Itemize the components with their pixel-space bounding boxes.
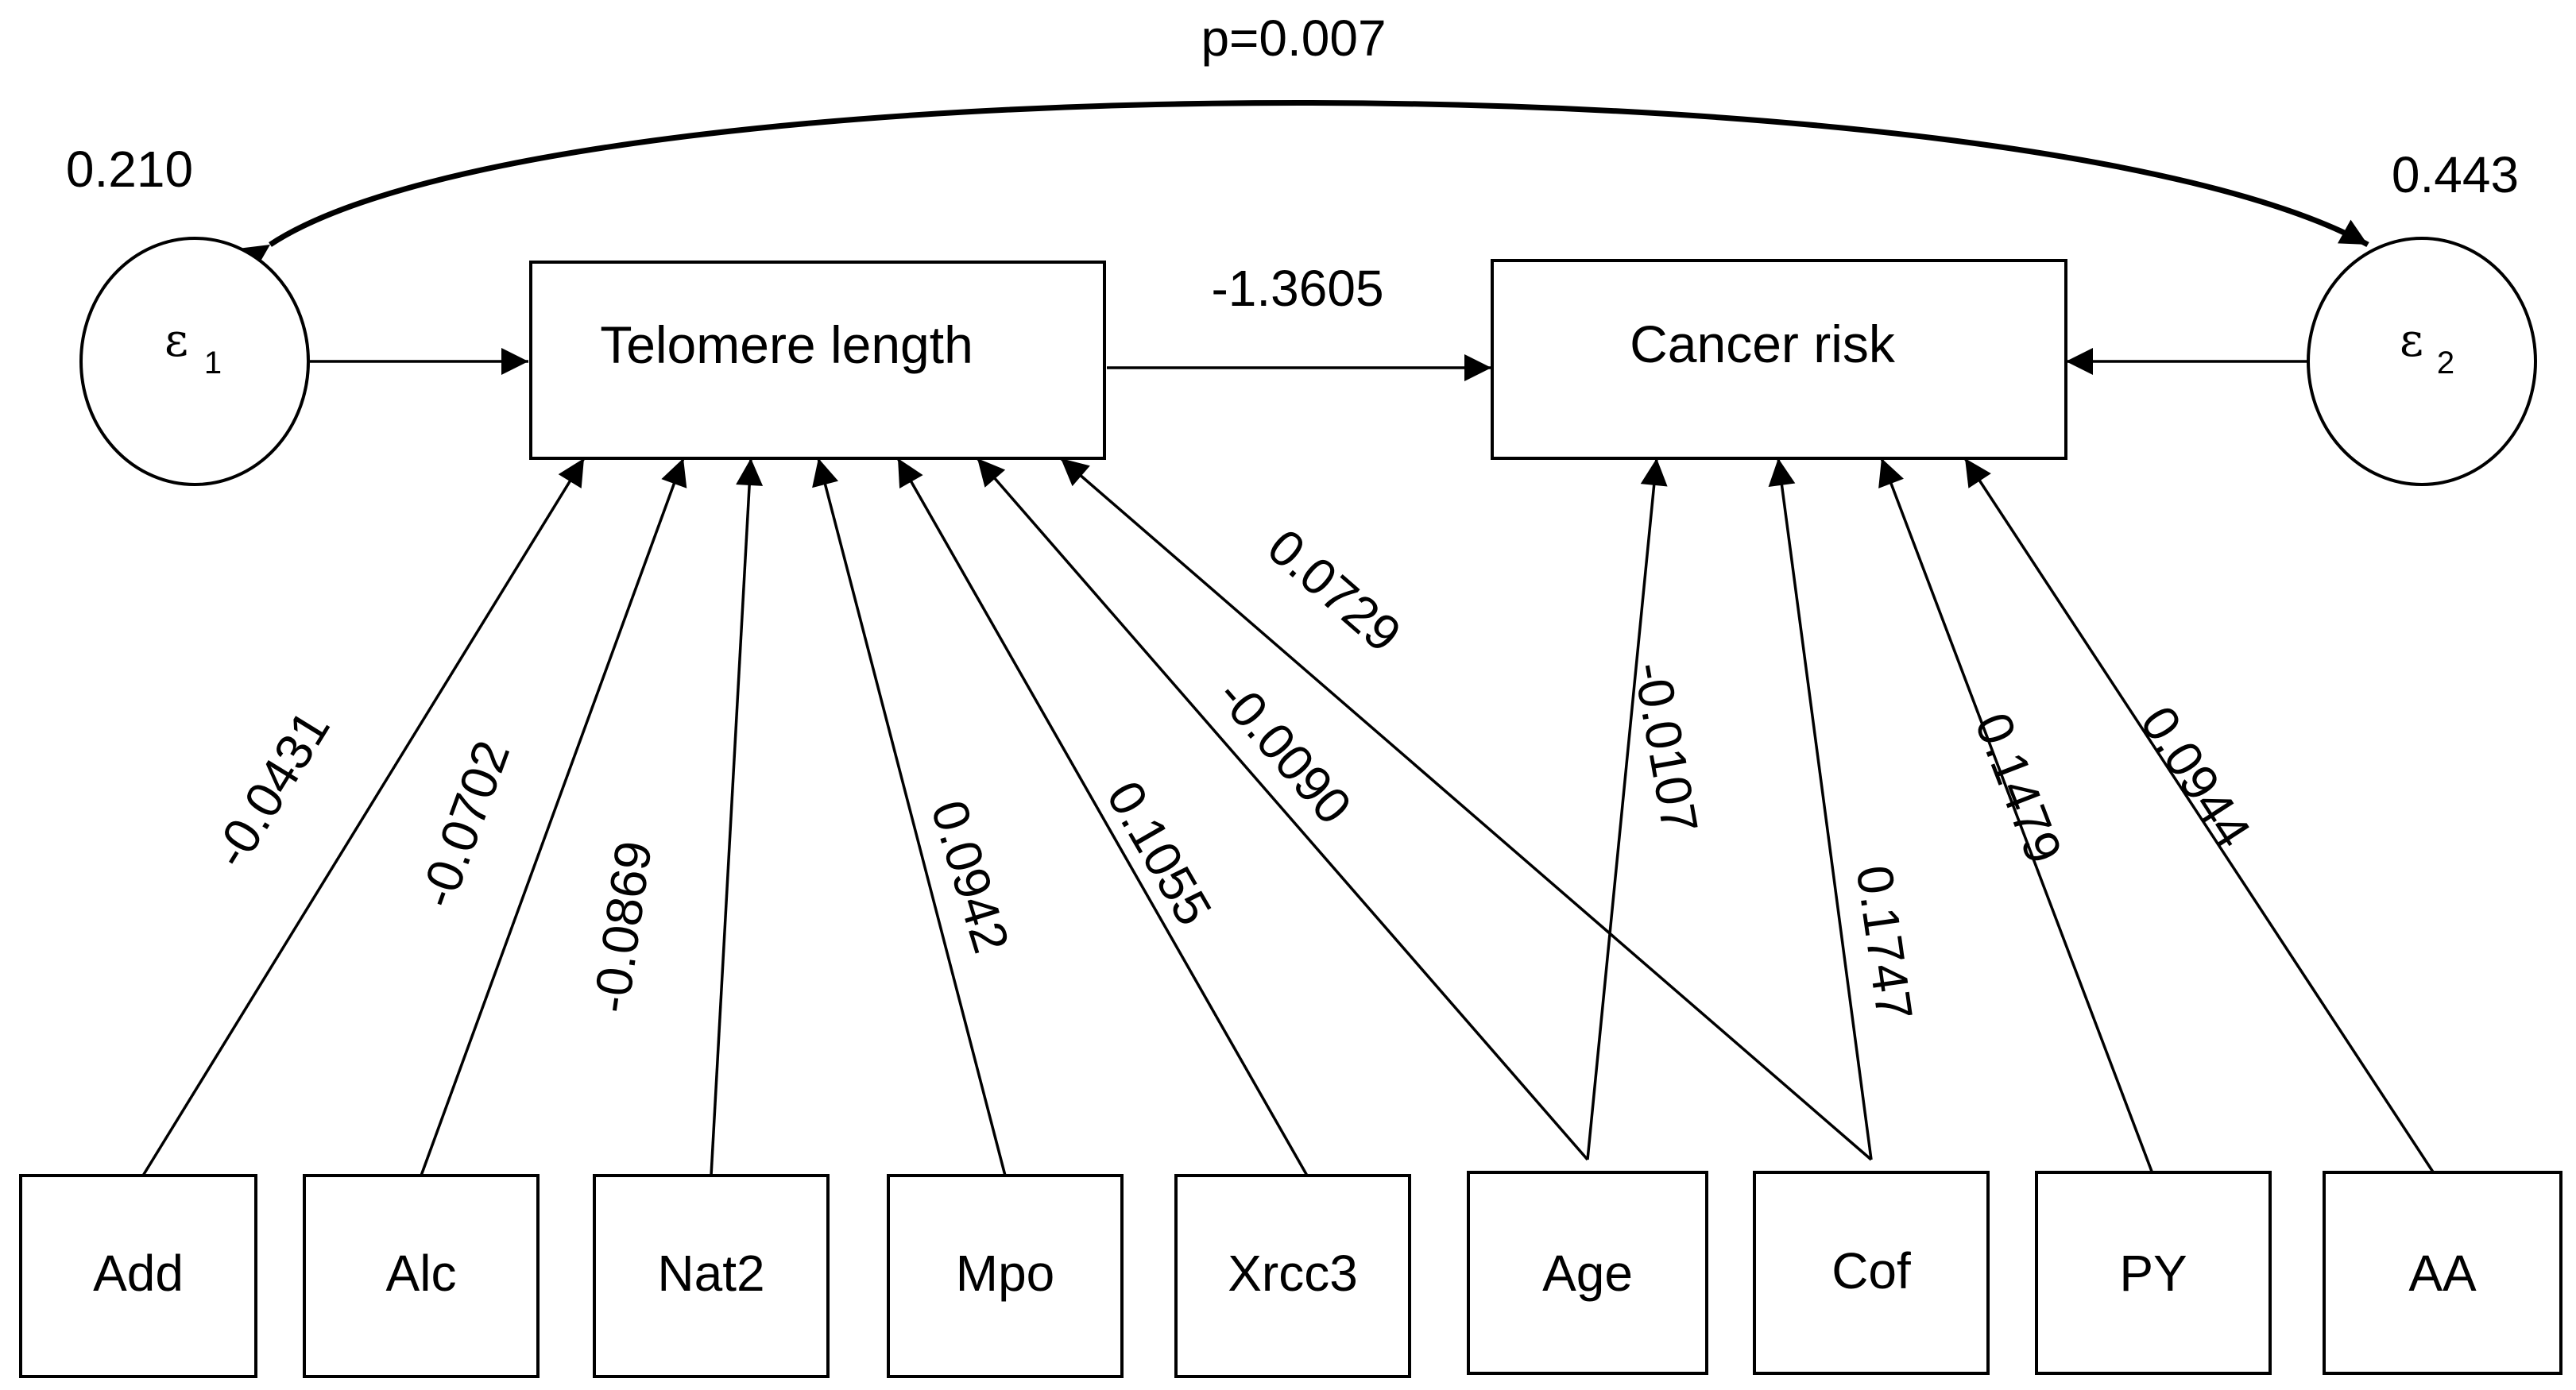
error-term-2: ε 2 [2307, 237, 2537, 486]
coef-py: 0.1479 [1964, 705, 2073, 871]
add-arrow [141, 458, 586, 1176]
error2-variance: 0.443 [2392, 146, 2519, 203]
coef-cof-telomere: 0.0729 [1257, 518, 1412, 663]
error2-subscript: 2 [2437, 346, 2454, 380]
coef-nat2: -0.0869 [582, 837, 663, 1016]
coef-xrcc3: 0.1055 [1096, 771, 1223, 935]
predictor-xrcc3-label: Xrcc3 [1228, 1245, 1358, 1302]
error-term-1: ε 1 [79, 237, 310, 486]
predictor-nat2-label: Nat2 [657, 1245, 764, 1302]
xrcc3-arrow [896, 458, 1309, 1176]
predictor-mpo-label: Mpo [956, 1245, 1055, 1302]
mpo-arrow [812, 458, 1007, 1176]
cof-cancer-arrow [1768, 458, 1873, 1160]
error1-symbol: ε [164, 313, 188, 367]
predictor-aa-label: AA [2408, 1245, 2477, 1302]
coef-aa: 0.0944 [2129, 696, 2262, 857]
error1-subscript: 1 [204, 346, 222, 380]
cancer-risk-label: Cancer risk [1630, 315, 1896, 373]
error1-variance: 0.210 [66, 141, 193, 198]
covariance-label: p=0.007 [1201, 10, 1386, 67]
coef-age-cancer: -0.0107 [1623, 658, 1709, 837]
nat2-arrow [710, 458, 764, 1176]
coef-add: -0.0431 [202, 701, 341, 878]
predictor-alc-label: Alc [386, 1245, 457, 1302]
predictor-age-label: Age [1542, 1245, 1633, 1302]
cancer-risk-node: Cancer risk [1491, 259, 2067, 460]
aa-arrow [1963, 458, 2437, 1176]
coef-mpo: 0.0942 [920, 793, 1020, 959]
telomere-length-node: Telomere length [529, 261, 1106, 460]
error2-symbol: ε [2400, 313, 2423, 367]
coef-alc: -0.0702 [408, 733, 520, 915]
coef-cof-cancer: 0.1747 [1846, 862, 1924, 1024]
predictor-add-label: Add [93, 1245, 184, 1302]
covariance-arrow [240, 100, 2369, 271]
predictor-nodes: Add Alc Nat2 Mpo Xrcc3 Age Cof PY AA [19, 1171, 2562, 1378]
predictor-arrows [141, 457, 2437, 1176]
py-arrow [1878, 458, 2155, 1176]
predictor-py-label: PY [2119, 1245, 2187, 1302]
telomere-cancer-coefficient: -1.3605 [1211, 260, 1383, 317]
predictor-cof-label: Cof [1831, 1242, 1911, 1299]
age-cancer-arrow [1586, 458, 1668, 1160]
cof-telomere-arrow [1059, 457, 1873, 1161]
alc-arrow [420, 458, 687, 1176]
age-telomere-arrow [976, 457, 1589, 1161]
path-coefficients: -0.0431 -0.0702 -0.0869 0.0942 0.1055 -0… [202, 518, 2262, 1024]
telomere-length-label: Telomere length [600, 315, 973, 374]
